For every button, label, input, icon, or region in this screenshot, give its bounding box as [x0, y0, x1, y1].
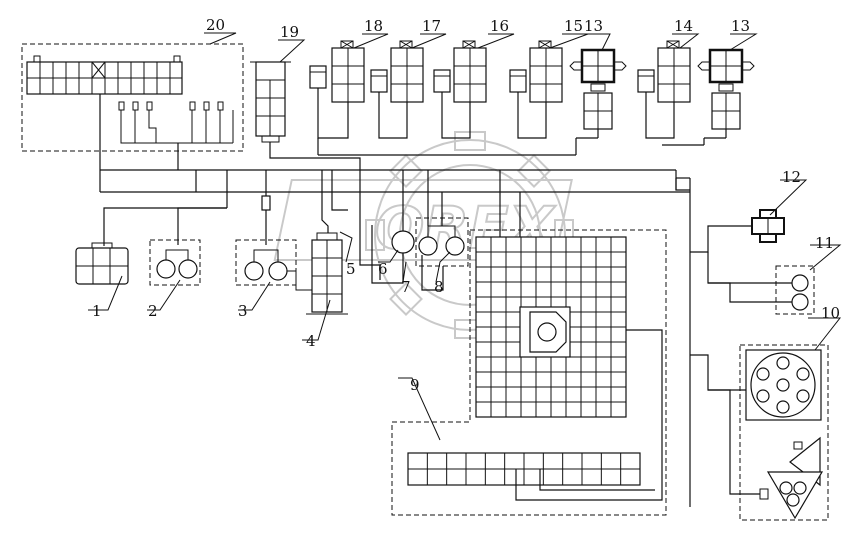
- callout-3: 3: [238, 302, 248, 320]
- component-5-switch: [331, 170, 348, 211]
- relay-bus-wiring: [99, 88, 727, 280]
- callout-18: 18: [364, 17, 383, 35]
- callout-12: 12: [782, 168, 801, 186]
- callout-8: 8: [434, 278, 444, 296]
- callout-leaders: [88, 32, 842, 441]
- callout-4: 4: [306, 332, 316, 350]
- callout-13b: 13: [731, 17, 750, 35]
- component-14-relay-group: [637, 40, 691, 103]
- component-10-gauge-cluster: [690, 344, 829, 521]
- component-19-relay-stack: [250, 61, 291, 143]
- component-3-lamp-pair: [235, 170, 312, 291]
- callout-10: 10: [821, 304, 840, 322]
- callout-6: 6: [378, 260, 388, 278]
- callout-5: 5: [346, 260, 356, 278]
- callout-15: 15: [564, 17, 583, 35]
- callout-13a: 13: [584, 17, 603, 35]
- callout-1: 1: [92, 302, 102, 320]
- component-11-lamp-pair: [707, 252, 815, 315]
- component-13-switch-left: [569, 48, 627, 130]
- callout-16: 16: [490, 17, 509, 35]
- component-16-relay-group: [433, 40, 487, 103]
- callout-9: 9: [410, 376, 420, 394]
- callout-14: 14: [674, 17, 693, 35]
- callout-labels: 1 2 3 4 5 6 7 8 9 10 11 12 13 13 14 15 1…: [92, 16, 840, 394]
- callout-20: 20: [206, 16, 225, 34]
- component-15-relay-group: [509, 40, 563, 103]
- callout-2: 2: [148, 302, 158, 320]
- component-17-relay-group: [370, 40, 424, 103]
- callout-17: 17: [422, 17, 441, 35]
- component-1-connector: [75, 207, 227, 285]
- component-13-switch-right: [697, 48, 755, 130]
- component-7-8-sensors: [415, 170, 469, 291]
- component-6-sensor: [371, 170, 415, 284]
- component-2-lamp-pair: [149, 207, 227, 286]
- component-4-relay-column: [306, 170, 348, 315]
- main-harness: [99, 169, 691, 507]
- callout-11: 11: [815, 234, 834, 252]
- component-12-connector: [690, 209, 785, 253]
- component-20-fuse-box: [21, 43, 244, 152]
- callout-7: 7: [401, 278, 411, 296]
- component-9-instrument-panel: [391, 170, 667, 516]
- component-18-relay-group: [309, 40, 365, 103]
- callout-19: 19: [280, 23, 299, 41]
